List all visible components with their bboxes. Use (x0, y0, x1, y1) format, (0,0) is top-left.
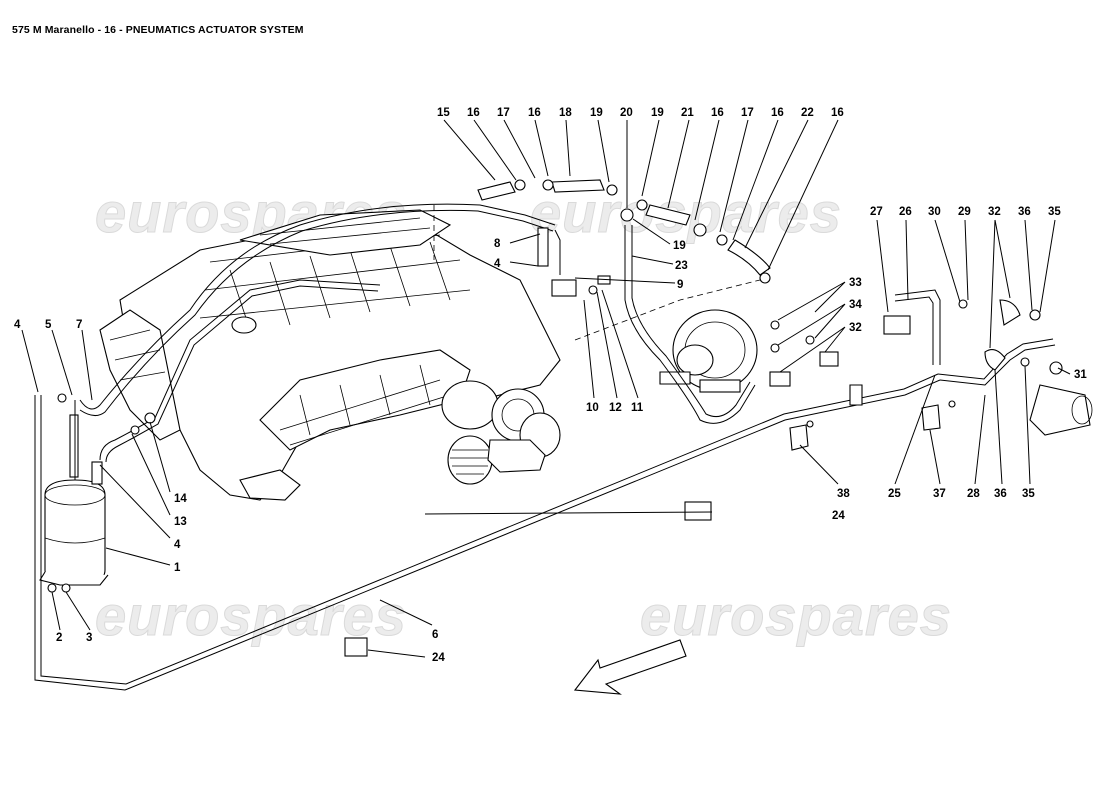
callout: 14 (174, 493, 187, 505)
callout: 4 (174, 539, 181, 551)
callout-labels: 15 16 17 16 18 19 20 19 21 16 17 16 22 1… (14, 107, 1087, 664)
page-title: 575 M Maranello - 16 - PNEUMATICS ACTUAT… (12, 24, 304, 36)
callout: 16 (711, 107, 724, 119)
callout: 22 (801, 107, 814, 119)
callout: 33 (849, 277, 862, 289)
callout: 15 (437, 107, 450, 119)
callout: 11 (631, 402, 644, 414)
callout: 4 (14, 319, 21, 331)
callout: 12 (609, 402, 622, 414)
callout: 30 (928, 206, 941, 218)
throttle-body (441, 380, 561, 485)
callout: 26 (899, 206, 912, 218)
callout: 35 (1048, 206, 1061, 218)
callout: 32 (988, 206, 1001, 218)
callout: 25 (888, 488, 901, 500)
direction-arrow (573, 639, 687, 695)
callout: 5 (45, 319, 52, 331)
callout: 2 (56, 632, 62, 644)
callout: 32 (849, 322, 862, 334)
callout: 19 (590, 107, 603, 119)
callout: 3 (86, 632, 92, 644)
callout: 28 (967, 488, 980, 500)
callout: 19 (673, 240, 686, 252)
callout: 21 (681, 107, 694, 119)
callout: 1 (174, 562, 181, 574)
callout: 36 (994, 488, 1007, 500)
callout: 24 (432, 652, 445, 664)
watermark-text: eurospares (530, 181, 842, 244)
callout: 23 (675, 260, 688, 272)
callout: 27 (870, 206, 883, 218)
callout: 16 (467, 107, 480, 119)
callout: 16 (831, 107, 844, 119)
callout: 18 (559, 107, 572, 119)
callout: 13 (174, 516, 187, 528)
callout: 37 (933, 488, 946, 500)
callout: 34 (849, 299, 862, 311)
leader-lines (21, 119, 1071, 658)
callout: 9 (677, 279, 683, 291)
callout: 17 (497, 107, 510, 119)
callout: 29 (958, 206, 971, 218)
callout: 24 (832, 510, 845, 522)
watermark-layer: eurospares eurospares eurospares eurospa… (95, 181, 952, 648)
callout: 16 (528, 107, 541, 119)
callout: 16 (771, 107, 784, 119)
callout: 35 (1022, 488, 1035, 500)
watermark-text: eurospares (95, 584, 407, 647)
callout: 36 (1018, 206, 1031, 218)
callout: 8 (494, 238, 501, 250)
vacuum-tank (39, 414, 109, 586)
callout: 7 (76, 319, 82, 331)
watermark-text: eurospares (640, 584, 952, 647)
callout: 19 (651, 107, 664, 119)
callout: 17 (741, 107, 754, 119)
callout: 20 (620, 107, 633, 119)
callout: 38 (837, 488, 850, 500)
hose-lines (34, 179, 1056, 691)
brake-servo (659, 309, 758, 393)
callout: 10 (586, 402, 599, 414)
engine-illustration (99, 209, 561, 501)
callout: 31 (1074, 369, 1087, 381)
callout: 4 (494, 258, 501, 270)
callout: 6 (432, 629, 438, 641)
